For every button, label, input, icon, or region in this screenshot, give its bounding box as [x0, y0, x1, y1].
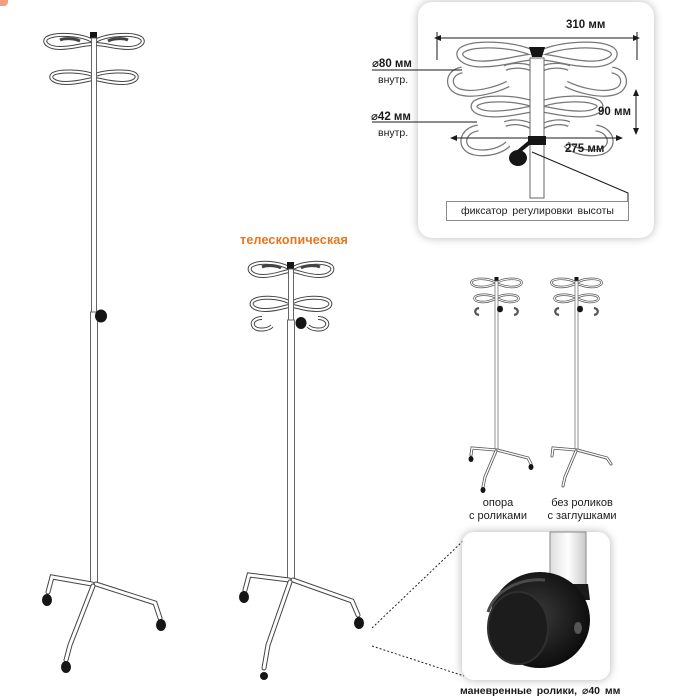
dimension-diameter-42: ⌀42 мм — [371, 111, 411, 123]
corner-accent — [0, 0, 8, 6]
caption-with-casters-line1: опора — [482, 497, 514, 509]
caster-tele-2 — [354, 617, 364, 629]
caption-without-casters-line1: без роликов — [551, 497, 613, 509]
caption-without-casters-line2: с заглушками — [547, 510, 617, 522]
height-fixer-label: фиксатор регулировки высоты — [446, 201, 629, 221]
caster-caption: маневренные ролики, ⌀40 мм — [460, 685, 621, 697]
caster-large-1 — [42, 594, 52, 606]
caption-without-casters: без роликов с заглушками — [542, 497, 622, 523]
dimension-diameter-80-note: внутр. — [378, 74, 409, 86]
hook-cluster-upper-tele — [247, 260, 335, 279]
top-cap-large — [90, 32, 97, 38]
caption-with-casters-line2: с роликами — [469, 510, 527, 522]
hook-cluster-upper-large — [43, 32, 145, 51]
dimension-diameter-42-note: внутр. — [378, 127, 409, 139]
stand-small-with-casters — [468, 277, 534, 493]
stand-telescopic — [239, 260, 364, 680]
dimension-width-275: 275 мм — [565, 143, 605, 155]
caster-large-2 — [156, 619, 166, 631]
height-lock-knob-large — [95, 309, 107, 323]
hook-cluster-lower-tele — [249, 295, 333, 332]
caster-detail-leader — [371, 539, 465, 677]
dimension-width-310: 310 мм — [566, 19, 606, 31]
detail-top-cap — [529, 47, 545, 57]
caster-tele-1 — [239, 591, 249, 603]
telescopic-label: телескопическая — [240, 233, 349, 247]
height-lock-knob-icon — [509, 150, 527, 166]
stand-small-without-casters — [550, 277, 613, 488]
dimension-height-90: 90 мм — [598, 106, 632, 118]
top-cap-tele — [287, 262, 294, 269]
caption-with-casters: опора с роликами — [466, 497, 530, 523]
caster-large-3 — [61, 661, 71, 673]
caster-tele-3 — [260, 672, 268, 680]
dimension-diameter-80: ⌀80 мм — [372, 58, 412, 70]
hook-cluster-lower-large — [49, 69, 139, 86]
height-lock-knob-tele — [295, 317, 307, 329]
stand-large — [42, 32, 166, 673]
